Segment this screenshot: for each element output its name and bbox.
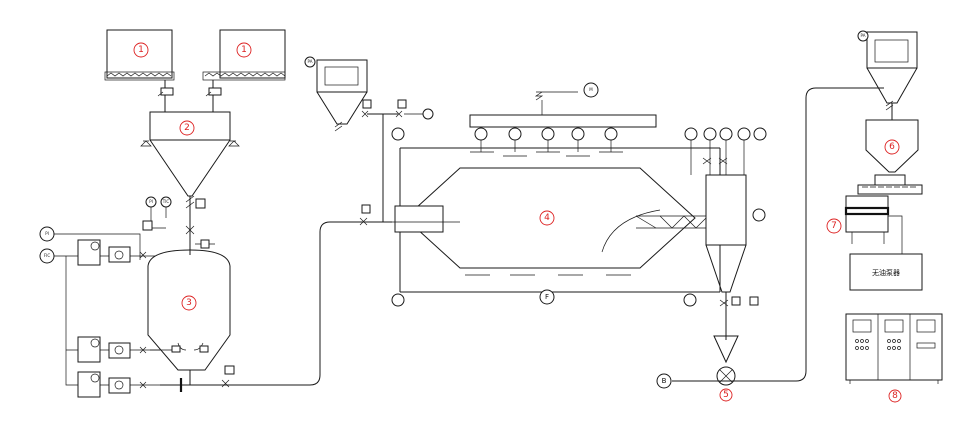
mixer-2-number: 2 (184, 123, 190, 133)
valve-5-number: 5 (723, 390, 729, 400)
tank-3-number: 3 (186, 298, 192, 308)
label-f-marker (539, 289, 555, 305)
cabinet-8-number: 8 (892, 391, 898, 401)
packing-machine (844, 195, 903, 254)
controller-box (849, 253, 923, 291)
svg-text:PI: PI (45, 231, 49, 236)
rotary-furnace: M (375, 82, 766, 307)
cyclone-separator (684, 127, 767, 386)
mixer-vessel (140, 111, 240, 255)
hopper-1b-marker (236, 42, 252, 58)
label-b: B (662, 377, 667, 385)
hopper-1-number: 1 (138, 45, 144, 55)
storage-hopper (857, 119, 923, 195)
valve-5-marker (719, 388, 733, 402)
packer-7-marker (826, 218, 842, 234)
packer-7-number: 7 (831, 221, 837, 231)
dust-collector: PA (304, 56, 434, 222)
label-f: F (545, 293, 549, 301)
svg-text:PA: PA (308, 59, 313, 64)
hopper-6-marker (884, 139, 900, 155)
tank-3-marker (181, 295, 197, 311)
pressure-tank (147, 249, 231, 385)
feed-hopper-right (202, 29, 286, 81)
cabinet-8-marker (888, 389, 902, 403)
mixer-instruments: PI TIC (142, 196, 215, 249)
svg-text:FIC: FIC (44, 253, 50, 258)
furnace-4-marker (539, 210, 555, 226)
control-cabinet (845, 313, 943, 384)
furnace-4-number: 4 (544, 213, 550, 223)
hopper-discharge-valves (157, 80, 222, 112)
mixer-2-marker (179, 120, 195, 136)
return-line (672, 87, 884, 382)
svg-text:TIC: TIC (162, 199, 170, 204)
svg-text:PI: PI (149, 199, 153, 204)
bag-filter: PA (857, 30, 918, 120)
air-supply-lines: PI FIC (39, 226, 172, 398)
hopper-6-number: 6 (889, 142, 895, 152)
controller-label: 无油泵器 (872, 268, 900, 277)
hopper-1-marker (133, 42, 149, 58)
svg-text:PA: PA (861, 33, 866, 38)
hopper-1b-number: 1 (241, 45, 247, 55)
label-b-marker (656, 373, 672, 389)
svg-text:M: M (589, 87, 593, 92)
conveying-line (160, 204, 392, 392)
